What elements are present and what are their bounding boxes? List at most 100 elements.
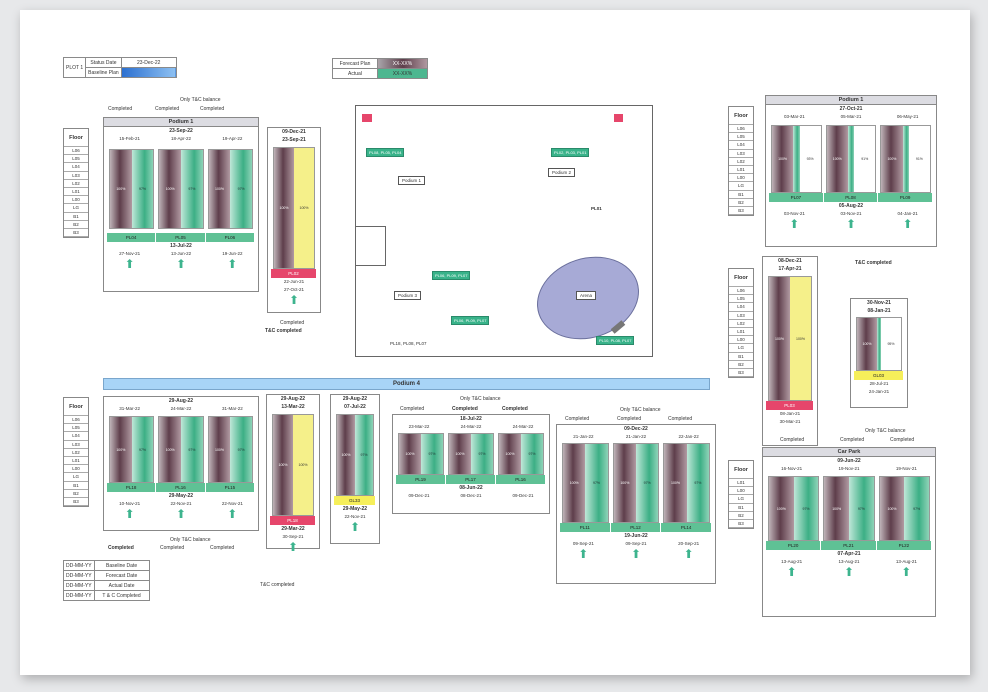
floor-header: Floor	[64, 129, 88, 147]
pour-label: PL16	[496, 475, 546, 484]
pour-label: PL02	[271, 269, 317, 278]
bar-group: 100%97% 100%97% 100%97%	[557, 441, 715, 523]
tc-completed-label: T&C completed	[260, 582, 295, 588]
floor: L01	[729, 328, 753, 337]
zone-date: 13-Mar-22	[281, 404, 305, 410]
pour-label: PL05	[156, 233, 206, 242]
floor: L03	[729, 312, 753, 320]
floor: B2	[729, 361, 753, 369]
up-arrow-icon: ⬆	[901, 565, 912, 579]
zone-mid-date: 13-Jul-22	[170, 243, 192, 249]
bar-date: 31-Mar-22	[119, 406, 141, 411]
zone-date: 09-Dec-22	[624, 426, 648, 432]
pour-bar: 100%97%	[398, 433, 444, 475]
floor: L06	[64, 147, 88, 156]
completed-label: Completed	[160, 545, 185, 551]
map-note: PL18, PL08, PL07	[390, 341, 427, 346]
legend-format: DD-MM-YY	[63, 580, 95, 591]
foot-date: 22-Jun-21	[283, 279, 305, 284]
zone-top-date: 29-Aug-22	[280, 396, 306, 402]
pour-bar: 100%97%	[448, 433, 494, 475]
pour-label: PL08	[823, 193, 879, 202]
map-tag: PL02, PL03, PL01	[551, 148, 590, 157]
floor: L04	[64, 163, 88, 172]
floor-header: Floor	[729, 107, 753, 125]
pour-bar: 100%97%	[207, 416, 253, 483]
floor: B1	[729, 191, 753, 199]
pour-label: PL06	[205, 233, 255, 242]
pour-label: PL04	[107, 233, 157, 242]
zone-mid-date: 19-Jun-22	[624, 533, 648, 539]
floor-header: Floor	[729, 269, 753, 287]
actual-label: Actual	[332, 68, 378, 79]
pour-labels: PL03	[766, 401, 814, 410]
up-arrow-icon: ⬆	[789, 217, 800, 231]
bar-date: 21-Jan-22	[573, 434, 594, 439]
bar-date: 19-Nov-21	[895, 466, 917, 471]
pour-bar: 100%97%	[109, 149, 155, 229]
floor: L05	[729, 295, 753, 304]
bar-group: 100%93% 100%91% 100%91%	[766, 121, 936, 193]
pour-label: PL16	[156, 483, 206, 492]
foot-date: 24-Jan-21	[868, 389, 890, 394]
floor: L00	[729, 174, 753, 183]
completed-label: Completed	[890, 437, 915, 443]
legend-label: Actual Date	[93, 580, 150, 591]
pour-label: PL17	[446, 475, 496, 484]
floor: L00	[729, 487, 753, 496]
completed-label: Completed	[840, 437, 865, 443]
up-arrow-icon: ⬆	[124, 507, 135, 521]
forecast-value: XX-XX%	[377, 58, 428, 69]
pour-labels: GL03	[854, 371, 904, 380]
foot-date: 22-Nov-21	[344, 514, 366, 519]
completed-label: Completed	[780, 437, 805, 443]
floor: L02	[729, 158, 753, 166]
up-arrow-icon: ⬆	[786, 565, 797, 579]
floor: L02	[64, 180, 88, 188]
floor: B1	[729, 353, 753, 361]
foot-date: 03-Nov-21	[840, 211, 862, 216]
floor: L05	[64, 424, 88, 433]
pour-bar: 100%97%	[158, 149, 204, 229]
zone-date: 17-Apr-21	[778, 266, 802, 272]
pour-label: PL18	[107, 483, 157, 492]
zone-top-date: 29-Aug-22	[342, 396, 368, 402]
floor: B2	[64, 221, 88, 229]
completed-label: Completed	[400, 406, 425, 412]
floor: B1	[64, 213, 88, 221]
bar-date: 24-Mar-22	[512, 424, 534, 429]
podium4-single2: 29-Aug-22 07-Jul-22 100%97% GL33 29-May-…	[330, 394, 380, 544]
pour-label: PL20	[766, 541, 822, 550]
map-label: Arena	[576, 291, 597, 300]
floor: B3	[729, 520, 753, 529]
up-arrow-icon: ⬆	[227, 507, 238, 521]
pour-label: PL15	[205, 483, 255, 492]
pour-bar: 100%97%	[823, 476, 875, 541]
bar-date: 22-Jan-22	[678, 434, 699, 439]
bar-group: 100%97%	[331, 411, 379, 496]
floor: LG	[64, 473, 88, 482]
legend-label: Forecast Date	[93, 570, 150, 581]
bar-date: 19-Apr-22	[222, 136, 243, 141]
map-label: Podium 3	[394, 291, 422, 300]
site-map: PL08, PL05, PL04 PL02, PL03, PL01 Podium…	[355, 105, 653, 357]
only-tc-label: Only T&C balance	[170, 537, 211, 543]
pour-bar: 100%95%	[856, 317, 902, 371]
foot-date: 13-Jun-22	[170, 251, 192, 256]
tc-completed-label: T&C completed	[855, 260, 892, 266]
bar-date: 31-Mar-22	[221, 406, 243, 411]
bar-group: 100%95%	[851, 315, 907, 371]
pour-labels: GL33	[334, 496, 376, 505]
floor: L01	[729, 166, 753, 175]
zone-title: Car Park	[763, 448, 935, 457]
podium1-single-pour: 09-Dec-21 23-Sep-21 100%100% PL02 22-Jun…	[267, 127, 321, 313]
up-arrow-icon: ⬆	[175, 507, 187, 521]
foot-date: 13-Aug-21	[838, 559, 860, 564]
